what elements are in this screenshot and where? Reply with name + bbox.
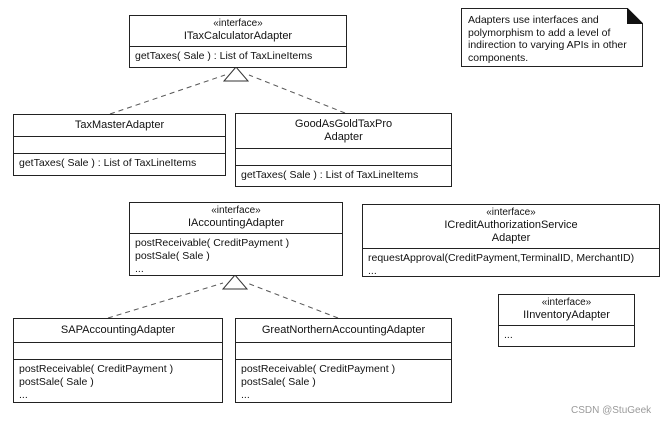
class-sapaccountingadapter: SAPAccountingAdapter postReceivable( Cre… [13,318,223,403]
class-name: SAPAccountingAdapter [60,324,176,336]
operation: ... [135,263,144,275]
operation: ... [368,265,377,277]
class-name: TaxMasterAdapter [74,119,165,131]
attributes-compartment [14,136,225,153]
operations-compartment: requestApproval(CreditPayment,TerminalID… [363,248,659,281]
note-line: polymorphism to add a level of [468,26,611,39]
stereotype-label: «interface» [541,297,592,308]
operation: postReceivable( CreditPayment ) [135,237,290,249]
class-name-line: GoodAsGoldTaxPro [294,118,393,130]
attributes-compartment [14,342,222,359]
class-name: GreatNorthernAccountingAdapter [261,324,426,336]
operation: getTaxes( Sale ) : List of TaxLineItems [241,169,419,181]
operation: ... [19,389,28,401]
note-line: components. [468,51,529,64]
realization-goodasgold [248,74,346,114]
operations-compartment: getTaxes( Sale ) : List of TaxLineItems [14,153,225,173]
class-name-line: Adapter [324,131,363,143]
class-itaxcalculatoradapter: «interface» ITaxCalculatorAdapter getTax… [129,15,347,68]
operations-compartment: ... [499,325,634,345]
operation: getTaxes( Sale ) : List of TaxLineItems [135,50,313,62]
operation: postReceivable( CreditPayment ) [19,363,174,375]
operation: ... [241,389,250,401]
note-line: indirection to varying APIs in other [468,39,627,51]
class-name-line: Adapter [491,232,531,244]
note-fold-corner-icon [627,8,643,24]
realization-arrowhead-iaccounting [221,274,249,290]
class-greatnorthernaccountingadapter: GreatNorthernAccountingAdapter postRecei… [235,318,452,403]
class-taxmasteradapter: TaxMasterAdapter getTaxes( Sale ) : List… [13,114,226,176]
operations-compartment: getTaxes( Sale ) : List of TaxLineItems [130,46,346,66]
attributes-compartment [236,342,451,359]
uml-note: Adapters use interfaces and polymorphism… [461,8,643,67]
class-name: IInventoryAdapter [523,309,610,321]
class-iaccountingadapter: «interface» IAccountingAdapter postRecei… [129,202,343,276]
class-goodasgoldtaxproadapter: GoodAsGoldTaxPro Adapter getTaxes( Sale … [235,113,452,187]
operations-compartment: getTaxes( Sale ) : List of TaxLineItems [236,165,451,185]
operation: ... [504,329,513,341]
operations-compartment: postReceivable( CreditPayment ) postSale… [236,359,451,405]
attributes-compartment [236,148,451,165]
realization-greatnorthern [246,282,339,319]
operations-compartment: postReceivable( CreditPayment ) postSale… [130,233,342,279]
operation: postSale( Sale ) [19,376,94,388]
operation: getTaxes( Sale ) : List of TaxLineItems [19,157,197,169]
note-line: Adapters use interfaces and [468,14,599,26]
stereotype-label: «interface» [486,207,536,218]
stereotype-label: «interface» [211,205,261,216]
realization-arrowhead-itax [222,66,250,82]
operation: postSale( Sale ) [135,250,210,262]
operation: postReceivable( CreditPayment ) [241,363,396,375]
class-name-line: ICreditAuthorizationService [444,219,578,231]
stereotype-label: «interface» [213,18,263,29]
operation: requestApproval(CreditPayment,TerminalID… [368,252,635,264]
realization-sap [107,282,224,319]
operation: postSale( Sale ) [241,376,316,388]
class-icreditauthorizationserviceadapter: «interface» ICreditAuthorizationService … [362,204,660,277]
class-name: ITaxCalculatorAdapter [183,30,293,42]
class-name: IAccountingAdapter [187,217,284,229]
operations-compartment: postReceivable( CreditPayment ) postSale… [14,359,222,405]
realization-taxmaster [109,74,226,115]
class-iinventoryadapter: «interface» IInventoryAdapter ... [498,294,635,347]
watermark: CSDN @StuGeek [571,405,652,416]
